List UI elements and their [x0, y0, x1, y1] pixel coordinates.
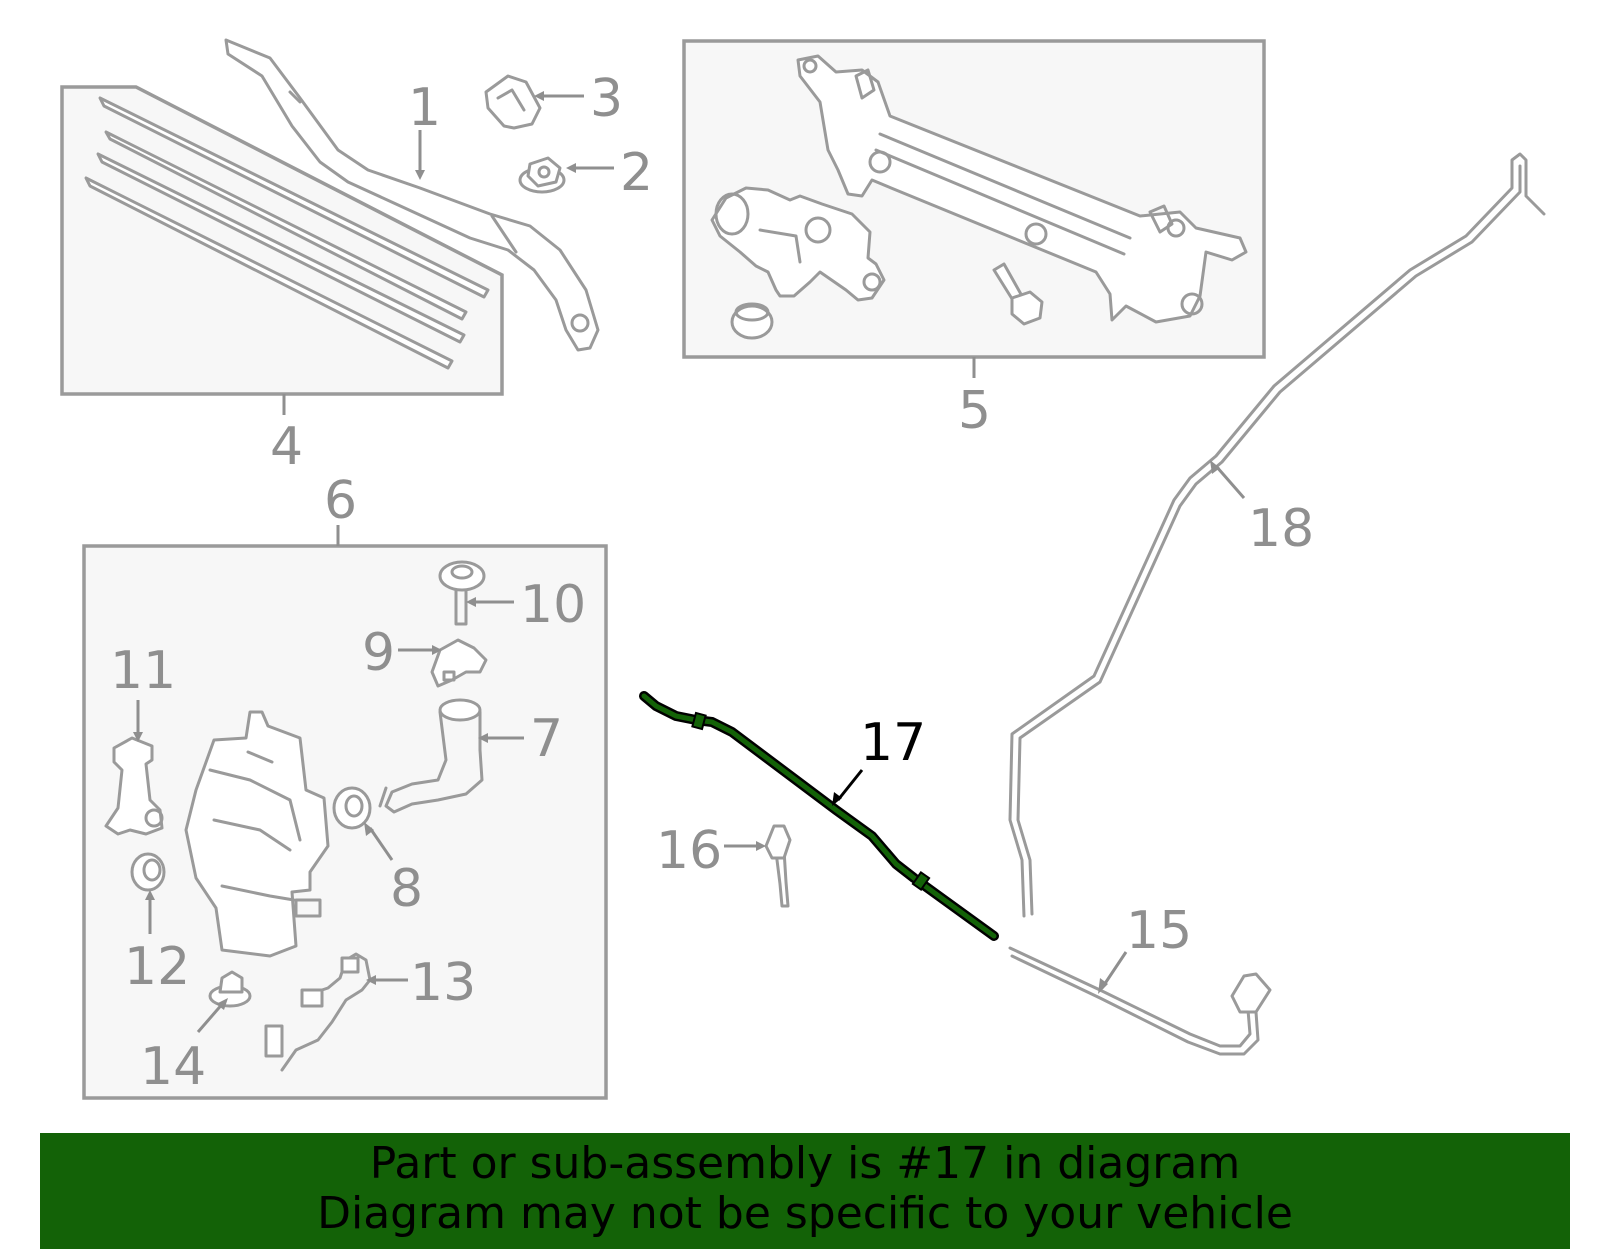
callout-5: 5: [958, 381, 991, 441]
wiper-arm-cap-part[interactable]: [484, 74, 542, 130]
washer-hose-nozzle-part[interactable]: [1008, 946, 1272, 1056]
linkage-bolt-part[interactable]: [992, 262, 1044, 326]
wiper-linkage-part[interactable]: [796, 54, 1248, 324]
reservoir-cap-part[interactable]: [438, 560, 486, 626]
pump-seal-part[interactable]: [130, 852, 166, 892]
callout-10: 10: [520, 575, 586, 635]
banner-line-part-number: Part or sub-assembly is #17 in diagram: [369, 1138, 1241, 1189]
reservoir-clip-part[interactable]: [208, 970, 252, 1008]
reservoir-grommet-part[interactable]: [332, 786, 372, 830]
callout-7: 7: [530, 709, 563, 769]
hose-connector-part[interactable]: [764, 824, 792, 908]
callout-16: 16: [656, 821, 722, 881]
callout-2: 2: [620, 143, 653, 203]
wiper-arm-part[interactable]: [224, 38, 600, 352]
callout-labels: 1 2 3 4 5 6 7 8 9 10 11 12 13 14 15 16 1…: [110, 69, 1314, 1097]
washer-hose-long-part[interactable]: [1008, 152, 1546, 918]
callout-4: 4: [270, 417, 303, 477]
wiper-blade-part[interactable]: [84, 96, 490, 370]
washer-reservoir-tank-part[interactable]: [184, 710, 330, 958]
callout-11: 11: [110, 641, 176, 701]
callout-12: 12: [124, 937, 190, 997]
callout-15: 15: [1126, 901, 1192, 961]
wiper-motor-part[interactable]: [710, 186, 886, 302]
callout-1: 1: [408, 78, 441, 138]
callout-8: 8: [390, 859, 423, 919]
washer-pump-part[interactable]: [104, 736, 164, 836]
callout-3: 3: [590, 69, 623, 129]
reservoir-bracket-part[interactable]: [430, 638, 488, 688]
nut-part[interactable]: [518, 156, 566, 194]
callout-14: 14: [140, 1037, 206, 1097]
callout-6: 6: [324, 471, 357, 531]
callout-18: 18: [1248, 499, 1314, 559]
wiring-harness-part[interactable]: [264, 952, 372, 1072]
motor-grommet-part[interactable]: [730, 302, 774, 340]
banner-line-disclaimer: Diagram may not be specific to your vehi…: [317, 1188, 1293, 1239]
callout-9: 9: [362, 623, 395, 683]
leader-lines: [133, 91, 1246, 1033]
washer-hose-highlighted-part[interactable]: [639, 691, 999, 941]
info-banner: Part or sub-assembly is #17 in diagram D…: [40, 1133, 1570, 1249]
filler-neck-part[interactable]: [378, 698, 484, 814]
callout-13: 13: [410, 953, 476, 1013]
callout-17: 17: [860, 713, 926, 773]
